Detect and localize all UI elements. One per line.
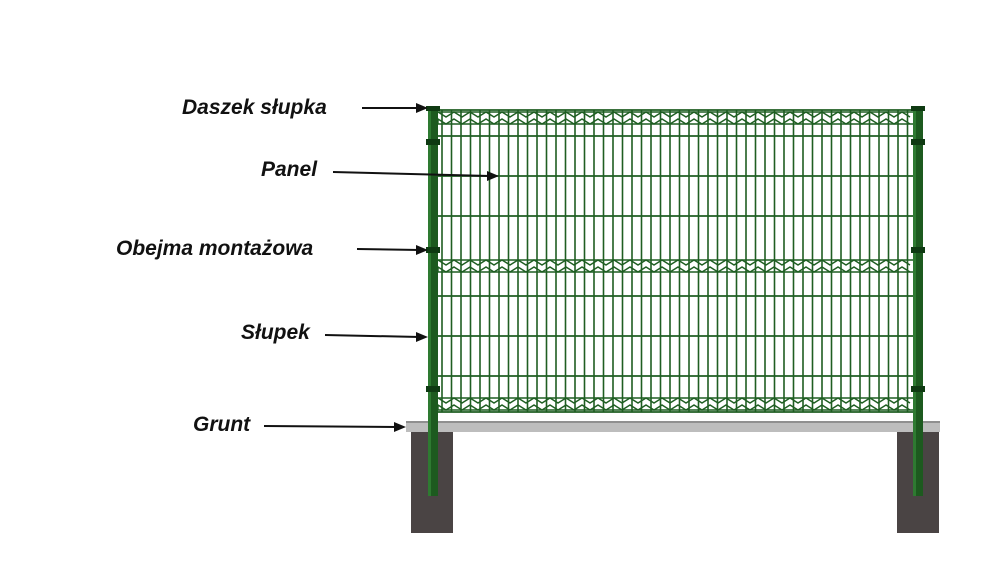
ground-band — [406, 421, 940, 432]
post-cap-left — [426, 106, 440, 111]
post-cap-right — [911, 106, 925, 111]
arrowhead-post-cap — [416, 103, 428, 113]
arrows — [263, 103, 499, 432]
label-mounting-clamp: Obejma montażowa — [116, 237, 314, 260]
arrow-panel — [332, 171, 491, 177]
ground-band-edge — [406, 421, 940, 423]
arrow-post — [324, 334, 421, 338]
label-panel: Panel — [261, 158, 318, 181]
clamp-left-1 — [426, 139, 440, 145]
panel-v-bend-upper — [437, 111, 911, 118]
panel-v-bend-upper — [437, 259, 911, 266]
clamp-right-3 — [911, 386, 925, 392]
label-post-cap: Daszek słupka — [182, 96, 327, 119]
arrow-ground — [263, 425, 399, 428]
label-ground: Grunt — [193, 413, 251, 436]
arrowhead-clamp — [416, 245, 428, 255]
clamp-left-3 — [426, 386, 440, 392]
arrowhead-ground — [394, 422, 406, 432]
mounting-clamps — [426, 139, 925, 392]
arrowhead-post — [416, 332, 428, 342]
arrowhead-panel — [487, 171, 499, 181]
post-left — [426, 106, 440, 496]
clamp-right-2 — [911, 247, 925, 253]
label-post: Słupek — [241, 321, 310, 344]
panel-v-bend-upper — [437, 397, 911, 404]
arrow-clamp — [356, 248, 421, 251]
fence-panel — [437, 109, 913, 413]
clamp-right-1 — [911, 139, 925, 145]
clamp-left-2 — [426, 247, 440, 253]
post-right — [911, 106, 925, 496]
